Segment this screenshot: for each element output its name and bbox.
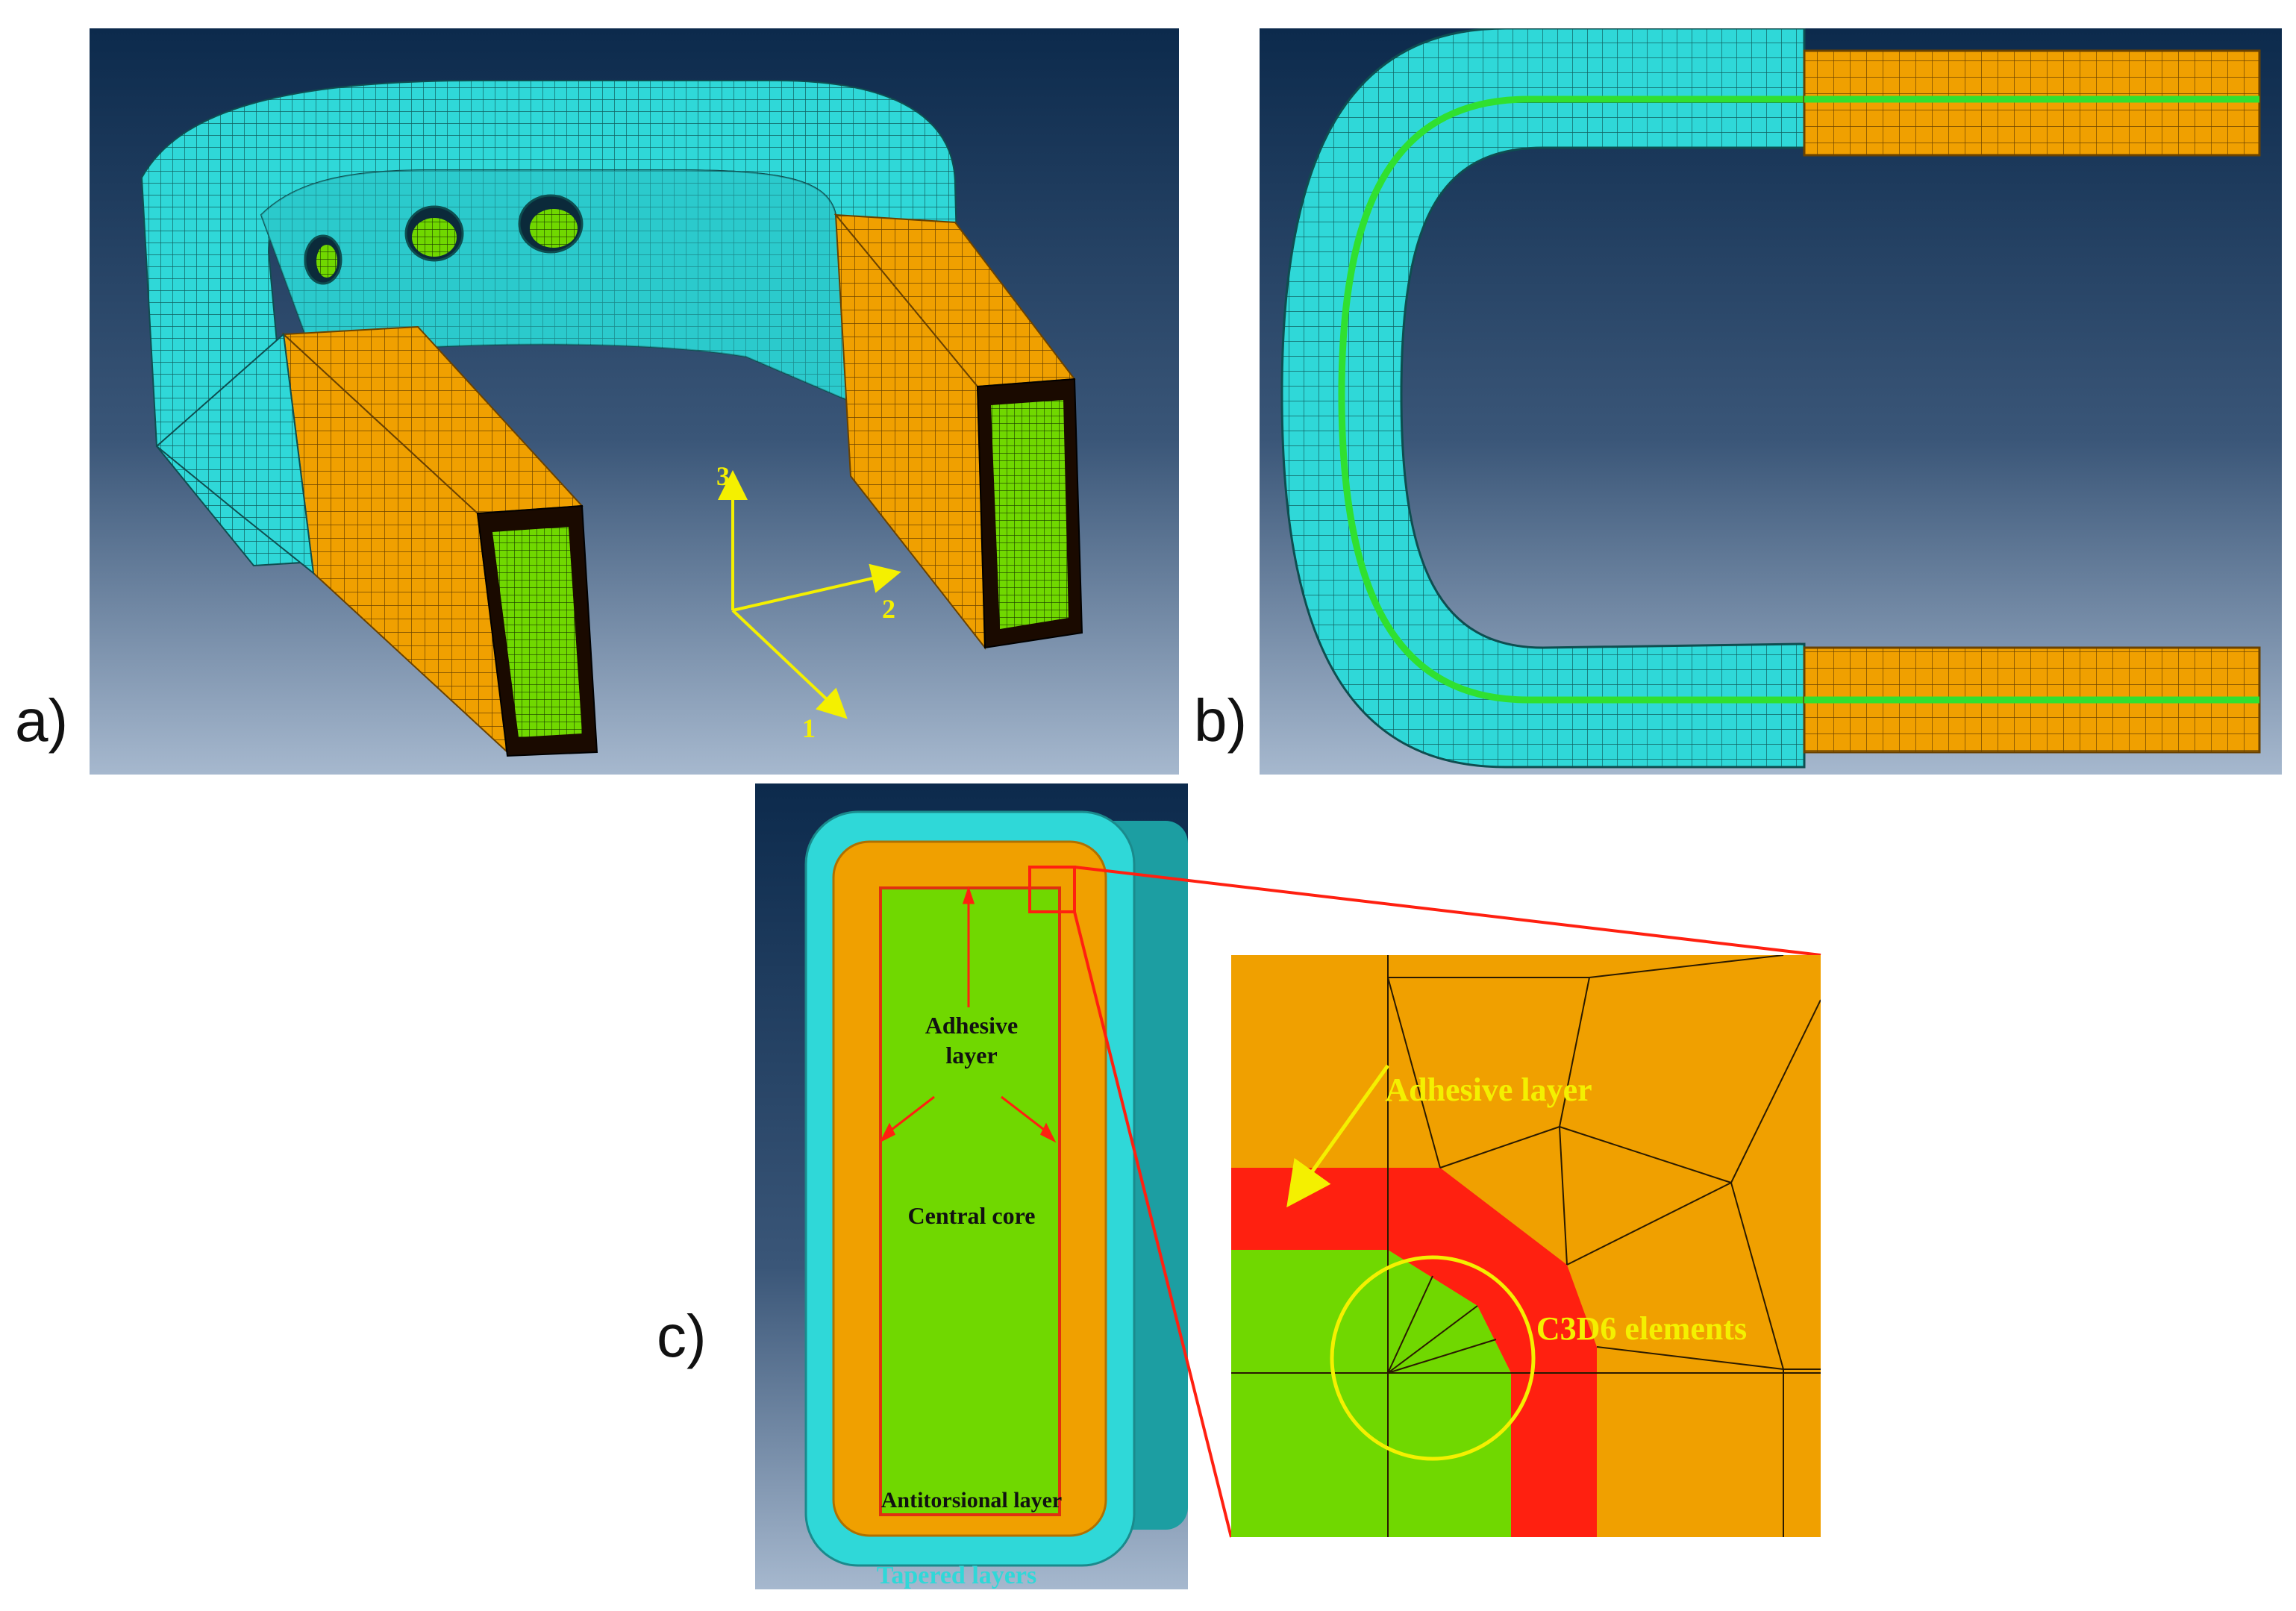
panel-c-section: Adhesive layer Central core Antitorsiona… [755,783,1188,1589]
central-core [882,889,1058,1513]
zoom-mesh-lines [1231,955,1821,1537]
antitorsional-label: Antitorsional layer [881,1488,1062,1513]
right-leg-end-core [991,400,1069,629]
zoom-c3d6-label: C3D6 elements [1536,1310,1747,1347]
panel-c-label: c) [657,1303,707,1369]
coordinate-axes: 3 2 1 [716,461,901,743]
zoom-marker [1028,866,1076,913]
hole-1-inner [316,245,337,278]
panel-b [1260,28,2282,775]
axis-3-label: 3 [716,461,730,491]
zoom-adhesive-band [1231,1168,1597,1537]
panel-b-label: b) [1194,687,1248,754]
hole-2-inner [412,218,457,257]
adhesive-arrows [879,886,1057,1143]
zoom-core [1231,1250,1511,1537]
c3d6-highlight-circle [1330,1255,1536,1461]
panel-c-zoom: Adhesive layer C3D6 elements [1231,955,1821,1537]
adhesive-label-line1: Adhesive [925,1012,1018,1039]
top-straight-orange [1803,49,2261,157]
panel-a: 3 2 1 [90,28,1179,775]
axis-1-label: 1 [802,713,816,743]
panel-c-zoom-canvas: Adhesive layer C3D6 elements [1231,955,1821,1537]
panel-b-canvas [1260,28,2282,775]
left-bend-transition [155,332,315,575]
axis-2-label: 2 [882,594,895,624]
panel-c-section-canvas: Adhesive layer Central core Antitorsiona… [755,783,1188,1589]
left-leg-end-core [492,527,582,737]
tapered-label: Tapered layers [877,1562,1036,1589]
center-line [1338,96,2259,704]
central-core-label: Central core [908,1202,1036,1229]
adhesive-layer [879,886,1061,1516]
panel-a-canvas: 3 2 1 [90,28,1179,775]
hole-3-inner [530,209,578,248]
adhesive-label-line2: layer [945,1042,997,1069]
zoom-adhesive-label: Adhesive layer [1385,1072,1592,1108]
zoom-adhesive-arrow [1286,1064,1390,1208]
panel-a-label: a) [15,687,69,754]
u-band-cyan [1280,28,1806,769]
